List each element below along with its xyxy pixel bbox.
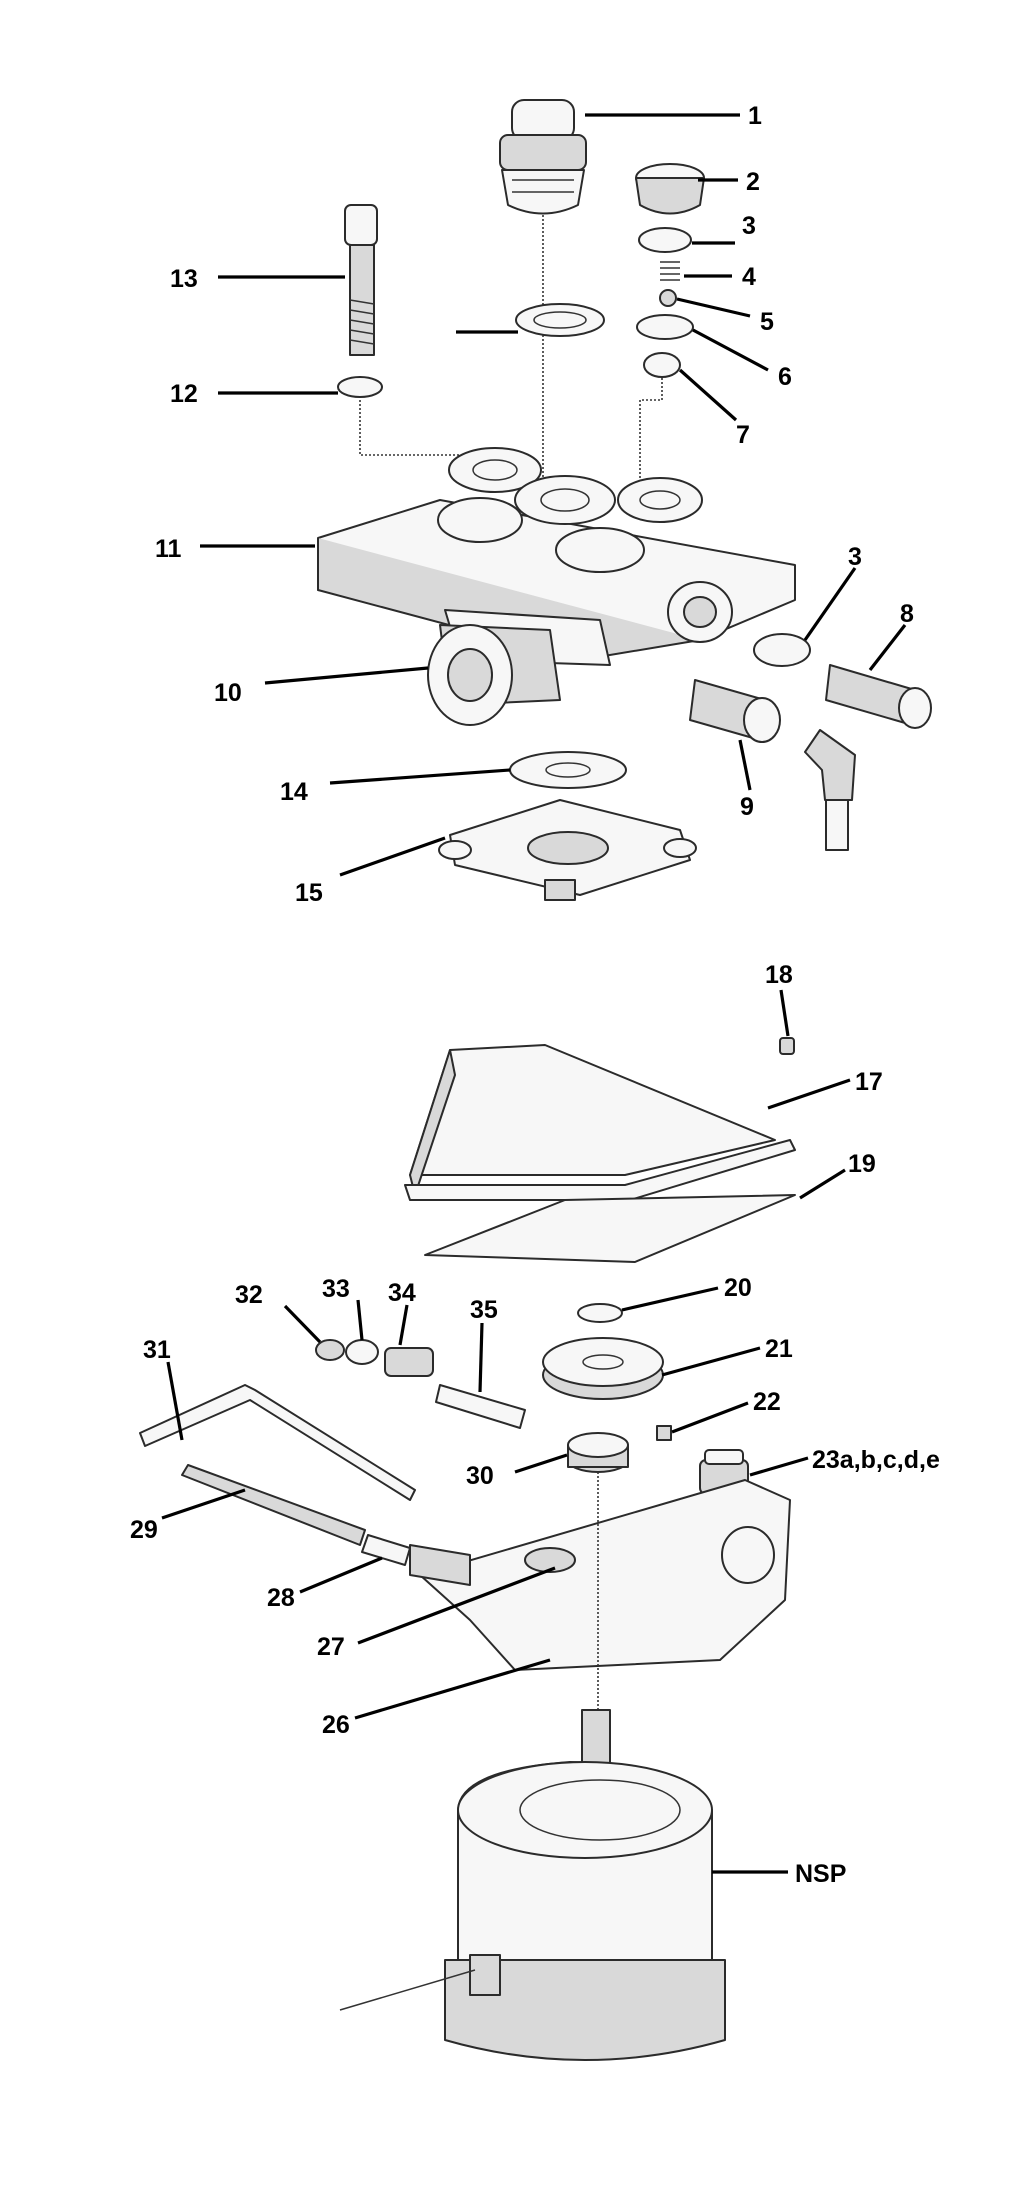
label-part-22: 22 (753, 1388, 781, 1416)
part-15-flange (438, 799, 697, 901)
part-labels: 1 2 3 4 5 6 7 13 12 11 3 8 10 9 14 15 18… (130, 102, 940, 1888)
label-part-19: 19 (848, 1150, 876, 1178)
part-1-fitting (499, 99, 587, 215)
label-part-23: 23a,b,c,d,e (812, 1446, 940, 1474)
label-part-31: 31 (143, 1336, 171, 1364)
part-33-washer (345, 1339, 379, 1365)
label-part-3-right: 3 (848, 543, 862, 571)
part-11-valve-body (317, 447, 796, 666)
label-part-5: 5 (760, 308, 774, 336)
label-part-20: 20 (724, 1274, 752, 1302)
label-part-15: 15 (295, 879, 323, 907)
part-17-cover (404, 1044, 796, 1201)
label-part-27: 27 (317, 1633, 345, 1661)
label-part-2: 2 (746, 168, 760, 196)
part-21-gear (542, 1337, 664, 1400)
label-part-3-upper: 3 (742, 212, 756, 240)
leader-lines (161, 113, 907, 1874)
part-3-washer-upper (638, 227, 692, 253)
label-part-21: 21 (765, 1335, 793, 1363)
label-part-12: 12 (170, 380, 198, 408)
upper-valve-assembly (317, 99, 932, 901)
part-20-washer (577, 1303, 623, 1323)
lower-motor-assembly (139, 1037, 796, 2061)
o-ring-unlabeled (515, 303, 605, 337)
elbow-fitting-unlabeled (804, 729, 856, 851)
part-13-bolt (344, 204, 378, 356)
label-part-26: 26 (322, 1711, 350, 1739)
part-35-shaft (435, 1384, 526, 1429)
label-part-6: 6 (778, 363, 792, 391)
part-2-cap (635, 163, 705, 215)
part-4-spring (660, 261, 680, 281)
label-part-1: 1 (748, 102, 762, 130)
label-part-30: 30 (466, 1462, 494, 1490)
label-part-10: 10 (214, 679, 242, 707)
label-part-34: 34 (388, 1279, 416, 1307)
label-part-33: 33 (322, 1275, 350, 1303)
label-part-18: 18 (765, 961, 793, 989)
part-10-port-fitting (427, 624, 561, 726)
label-part-28: 28 (267, 1584, 295, 1612)
motor-nsp (339, 1709, 726, 2061)
part-6-seat (636, 314, 694, 340)
part-28-sleeve (361, 1534, 411, 1566)
part-34-gear (384, 1347, 434, 1377)
label-part-11: 11 (155, 535, 182, 563)
label-part-29: 29 (130, 1516, 158, 1544)
part-31-l-rod (139, 1384, 416, 1501)
part-9-fitting (689, 679, 781, 743)
part-29-tube (181, 1464, 366, 1546)
label-part-14: 14 (280, 778, 308, 806)
label-part-8: 8 (900, 600, 914, 628)
part-8-fitting (825, 664, 932, 729)
part-7-gasket (643, 352, 681, 378)
part-23-switch (699, 1449, 749, 1495)
part-18-screw (779, 1037, 795, 1055)
part-32-clip (315, 1339, 345, 1361)
label-nsp: NSP (795, 1860, 846, 1888)
part-26-base-plate (409, 1479, 791, 1671)
part-30-cam (567, 1432, 629, 1473)
label-part-17: 17 (855, 1068, 883, 1096)
part-19-gasket (424, 1194, 796, 1263)
label-part-9: 9 (740, 793, 754, 821)
part-5-ball (659, 289, 677, 307)
label-part-35: 35 (470, 1296, 498, 1324)
part-14-gasket (509, 751, 627, 789)
part-22-pin (656, 1425, 672, 1441)
label-part-7: 7 (736, 421, 750, 449)
label-part-32: 32 (235, 1281, 263, 1309)
label-part-4: 4 (742, 263, 756, 291)
part-12-washer (337, 376, 383, 398)
part-3-washer-right (753, 633, 811, 667)
label-part-13: 13 (170, 265, 198, 293)
